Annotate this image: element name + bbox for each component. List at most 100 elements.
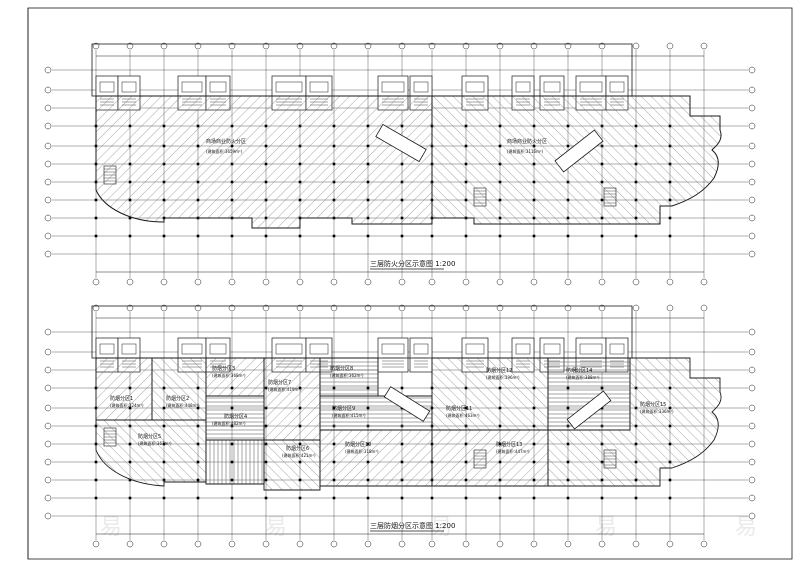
smoke-zone-7 xyxy=(263,357,321,441)
smoke-zone-area-1: (建筑面积:324m²) xyxy=(110,402,144,408)
smoke-zone-area-9: (建筑面积:415m²) xyxy=(332,412,366,418)
elevator-box-bottom xyxy=(209,343,227,355)
axis-bubble-top xyxy=(748,122,756,130)
column-top xyxy=(94,234,98,238)
column-bottom xyxy=(430,496,434,500)
axis-bubble-top xyxy=(748,160,756,168)
escalator-bottom-1 xyxy=(383,386,431,422)
column-top xyxy=(430,234,434,238)
elevator-box-bottom xyxy=(275,343,303,355)
smoke-zone-label-15: 防烟分区15 xyxy=(640,401,666,408)
elevator-box-bottom xyxy=(381,343,405,355)
axis-bubble-top xyxy=(748,142,756,150)
plan-bottom: 防烟分区1 (建筑面积:324m²) 防烟分区2 (建筑面积:448m²) 防烟… xyxy=(44,304,756,548)
column-bottom xyxy=(532,496,536,500)
axis-bubble-bottom xyxy=(428,304,436,312)
axis-bubble-bottom xyxy=(330,540,338,548)
column-top xyxy=(400,234,404,238)
axis-bubble-bottom xyxy=(228,304,236,312)
elevator-box-top xyxy=(515,81,531,93)
elevator-box-top xyxy=(209,81,227,93)
column-bottom xyxy=(464,496,468,500)
column-top xyxy=(94,216,98,220)
axis-bubble-bottom xyxy=(330,304,338,312)
smoke-zone-area-12: (建筑面积:396m²) xyxy=(486,374,520,380)
column-top xyxy=(230,234,234,238)
axis-bubble-bottom xyxy=(598,540,606,548)
smoke-zone-label-7: 防烟分区7 xyxy=(268,379,291,386)
watermark-1: 易 xyxy=(100,515,122,540)
axis-bubble-bottom xyxy=(44,404,52,412)
axis-bubble-top xyxy=(530,42,538,50)
elevator-box-top xyxy=(579,81,603,93)
axis-bubble-top xyxy=(700,278,708,286)
smoke-zone-6 xyxy=(205,439,265,485)
axis-bubble-top xyxy=(748,66,756,74)
axis-bubble-bottom xyxy=(44,512,52,520)
elevator-box-bottom xyxy=(543,343,561,355)
axis-bubble-top xyxy=(330,278,338,286)
smoke-zone-label-2: 防烟分区2 xyxy=(166,395,189,402)
axis-bubble-top xyxy=(748,178,756,186)
smoke-zone-area-3: (建筑面积:368m²) xyxy=(212,372,246,378)
axis-bubble-bottom xyxy=(92,304,100,312)
axis-bubble-bottom xyxy=(160,304,168,312)
column-bottom xyxy=(668,478,672,482)
axis-bubble-bottom xyxy=(44,422,52,430)
fire-zone-1 xyxy=(95,95,433,229)
axis-bubble-top xyxy=(44,122,52,130)
elevator-box-top xyxy=(121,81,137,93)
axis-bubble-top xyxy=(428,278,436,286)
elevator-box-bottom xyxy=(465,343,485,355)
smoke-zone-label-4: 防烟分区4 xyxy=(224,413,247,420)
axis-bubble-top xyxy=(44,178,52,186)
smoke-zone-label-1: 防烟分区1 xyxy=(110,395,133,402)
smoke-zone-area-10: (建筑面积:318m²) xyxy=(345,448,379,454)
elevator-box-bottom xyxy=(515,343,531,355)
axis-bubble-bottom xyxy=(296,540,304,548)
smoke-zone-2 xyxy=(151,357,207,421)
axis-bubble-top xyxy=(44,142,52,150)
smoke-zone-label-10: 防烟分区10 xyxy=(345,441,371,448)
axis-bubble-bottom xyxy=(564,304,572,312)
elevator-box-bottom xyxy=(609,343,625,355)
axis-bubble-top xyxy=(462,42,470,50)
fire-zone-2-name: 商场商业防火分区 xyxy=(507,138,547,145)
axis-bubble-bottom xyxy=(44,328,52,336)
fire-zone-2-area: (建筑面积:3116m²) xyxy=(507,148,544,154)
axis-bubble-top xyxy=(364,278,372,286)
axis-bubble-top xyxy=(126,278,134,286)
elevator-box-bottom xyxy=(309,343,329,355)
axis-bubble-top xyxy=(44,196,52,204)
smoke-zone-area-13: (建筑面积:447m²) xyxy=(496,448,530,454)
axis-bubble-top xyxy=(44,86,52,94)
axis-bubble-bottom xyxy=(666,540,674,548)
column-bottom xyxy=(162,496,166,500)
elevator-box-top xyxy=(275,81,303,93)
axis-bubble-top xyxy=(262,278,270,286)
smoke-zone-area-15: (建筑面积:336m²) xyxy=(640,408,674,414)
column-bottom xyxy=(668,496,672,500)
axis-bubble-top xyxy=(564,42,572,50)
column-bottom xyxy=(128,478,132,482)
axis-bubble-bottom xyxy=(262,304,270,312)
smoke-zone-label-13: 防烟分区13 xyxy=(496,441,522,448)
smoke-zone-area-5: (建筑面积:367m²) xyxy=(138,440,172,446)
smoke-zone-label-12: 防烟分区12 xyxy=(486,367,512,374)
column-top xyxy=(464,234,468,238)
axis-bubble-top xyxy=(44,104,52,112)
column-bottom xyxy=(94,478,98,482)
smoke-zone-label-5: 防烟分区5 xyxy=(138,433,161,440)
axis-bubble-bottom xyxy=(428,540,436,548)
axis-bubble-bottom xyxy=(44,384,52,392)
smoke-zone-area-4: (建筑面积:482m²) xyxy=(212,420,246,426)
axis-bubble-bottom xyxy=(700,540,708,548)
column-bottom xyxy=(400,386,404,390)
column-top xyxy=(162,234,166,238)
axis-bubble-bottom xyxy=(262,540,270,548)
column-bottom xyxy=(366,496,370,500)
axis-bubble-bottom xyxy=(228,540,236,548)
axis-bubble-bottom xyxy=(462,304,470,312)
axis-bubble-top xyxy=(398,278,406,286)
axis-bubble-top xyxy=(748,86,756,94)
